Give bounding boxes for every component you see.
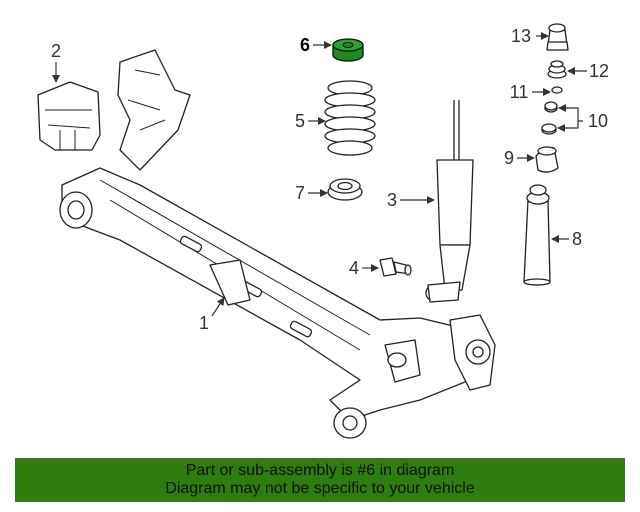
callout-6-highlighted: 6: [300, 35, 310, 55]
callout-11: 11: [510, 82, 529, 102]
callout-7: 7: [295, 183, 305, 203]
lower-seat-part[interactable]: [327, 178, 363, 201]
callout-1: 1: [199, 313, 209, 333]
bracket-part[interactable]: [37, 81, 101, 151]
mount-part[interactable]: [546, 23, 569, 51]
bolt-part[interactable]: [379, 257, 412, 277]
callout-4: 4: [349, 258, 359, 278]
small-washer-part[interactable]: [551, 86, 563, 94]
dust-boot-part[interactable]: [523, 184, 551, 286]
callout-labels: 1 2 3 4 5 6 7 8 9 10 11 12 13: [51, 26, 609, 333]
leader-lines: [52, 32, 587, 317]
shock-absorber-part[interactable]: [425, 100, 474, 303]
callout-5: 5: [295, 111, 305, 131]
callout-10: 10: [588, 111, 608, 131]
banner-line-1: Part or sub-assembly is #6 in diagram: [185, 462, 455, 479]
banner-line-2: Diagram may not be specific to your vehi…: [165, 480, 475, 497]
callout-8: 8: [572, 229, 582, 249]
bump-stop-part[interactable]: [535, 146, 559, 173]
callout-12: 12: [589, 61, 609, 81]
washer-part[interactable]: [541, 101, 558, 135]
bushing-part[interactable]: [547, 60, 567, 79]
axle-beam-part[interactable]: [59, 49, 496, 439]
callout-2: 2: [51, 41, 61, 61]
coil-spring-part[interactable]: [324, 80, 376, 156]
callout-9: 9: [504, 148, 514, 168]
callout-13: 13: [511, 26, 531, 46]
disclaimer-banner: Part or sub-assembly is #6 in diagram Di…: [15, 458, 625, 502]
spring-insulator-part-highlighted[interactable]: [332, 38, 364, 62]
callout-3: 3: [387, 190, 397, 210]
